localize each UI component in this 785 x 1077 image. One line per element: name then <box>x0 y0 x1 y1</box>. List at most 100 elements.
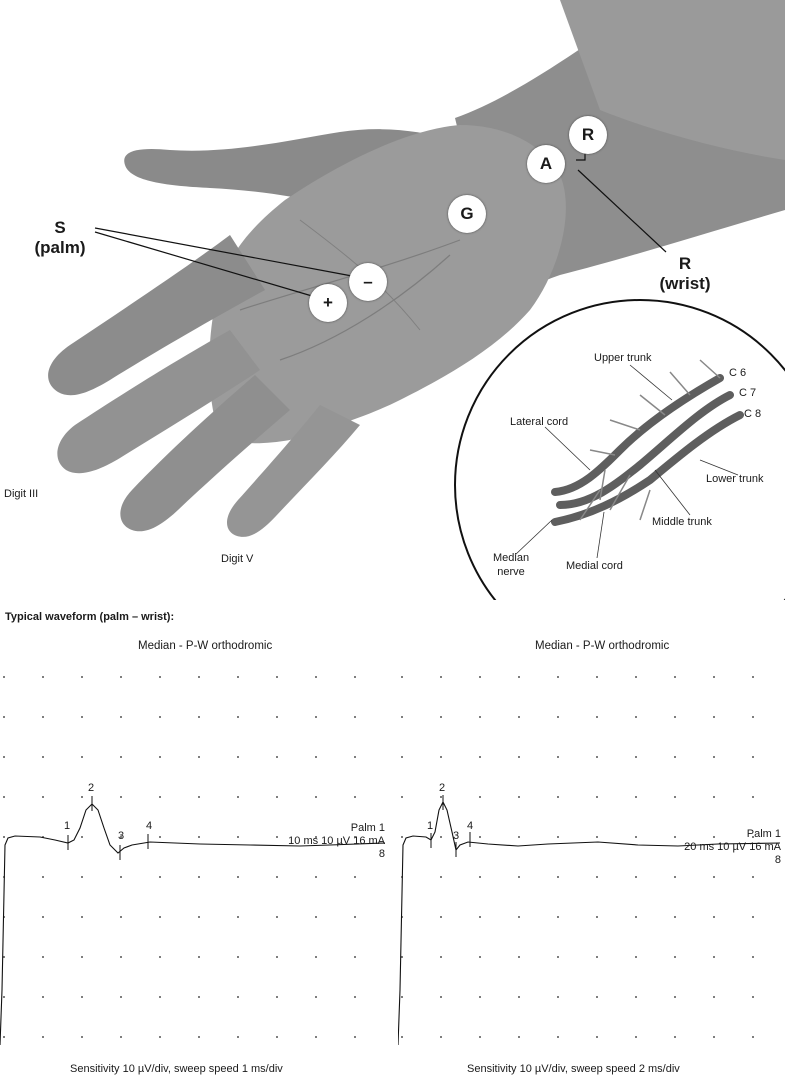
grid-dot <box>237 716 239 718</box>
grid-dot <box>276 836 278 838</box>
plexus-drawing <box>551 374 744 526</box>
grid-dot <box>237 676 239 678</box>
grid-dot <box>401 1036 403 1038</box>
panel-1-caption: Sensitivity 10 µV/div, sweep speed 1 ms/… <box>70 1063 283 1075</box>
grid-dot <box>276 1036 278 1038</box>
grid-dot <box>479 676 481 678</box>
grid-dot <box>198 996 200 998</box>
grid-dot <box>159 716 161 718</box>
grid-dot <box>635 916 637 918</box>
grid-dot <box>81 916 83 918</box>
grid-dot <box>752 756 754 758</box>
grid-dot <box>315 1036 317 1038</box>
grid-dot <box>674 1036 676 1038</box>
grid-dot <box>596 756 598 758</box>
grid-dot <box>120 1036 122 1038</box>
stim-sub: (palm) <box>34 238 86 257</box>
finger-index <box>48 235 265 396</box>
digit-v-label: Digit V <box>221 553 254 565</box>
grid-dot <box>3 756 5 758</box>
grid-dot <box>276 796 278 798</box>
grid-dot <box>635 836 637 838</box>
grid-dot <box>81 716 83 718</box>
panel-2-marker-1: 1 <box>427 820 434 832</box>
c6-label: C 6 <box>729 367 747 379</box>
grid-dot <box>557 796 559 798</box>
grid-dot <box>3 996 5 998</box>
c8-label: C 8 <box>744 408 762 420</box>
grid-dot <box>401 716 403 718</box>
grid-dot <box>276 996 278 998</box>
grid-dot <box>752 1036 754 1038</box>
grid-dot <box>479 836 481 838</box>
grid-dots <box>401 676 754 1038</box>
grid-dot <box>440 676 442 678</box>
grid-dot <box>120 676 122 678</box>
grid-dot <box>557 836 559 838</box>
grid-dot <box>3 796 5 798</box>
grid-dot <box>440 876 442 878</box>
grid-dot <box>120 916 122 918</box>
grid-dot <box>518 796 520 798</box>
grid-dot <box>479 916 481 918</box>
grid-dot <box>440 836 442 838</box>
grid-dot <box>557 756 559 758</box>
grid-dot <box>752 676 754 678</box>
grid-dot <box>237 836 239 838</box>
grid-dot <box>674 676 676 678</box>
grid-dot <box>557 716 559 718</box>
grid-dot <box>315 836 317 838</box>
grid-dot <box>354 996 356 998</box>
panel-1-marker-3: 3 <box>118 830 125 842</box>
grid-dot <box>596 676 598 678</box>
grid-dot <box>198 916 200 918</box>
grid-dot <box>596 916 598 918</box>
panel-1-title: Median - P-W orthodromic <box>138 640 273 652</box>
grid-dot <box>401 796 403 798</box>
grid-dot <box>315 996 317 998</box>
waveform-section-title: Typical waveform (palm – wrist): <box>5 611 175 623</box>
grid-dot <box>401 836 403 838</box>
grid-dot <box>518 676 520 678</box>
grid-dot <box>42 996 44 998</box>
grid-dot <box>596 876 598 878</box>
grid-dot <box>354 836 356 838</box>
grid-dot <box>276 916 278 918</box>
grid-dot <box>276 956 278 958</box>
grid-dot <box>120 836 122 838</box>
grid-dot <box>596 956 598 958</box>
grid-dot <box>237 756 239 758</box>
grid-dot <box>440 996 442 998</box>
recording-electrode: R <box>569 116 607 154</box>
panel-1-info: Palm 1 10 ms 10 µV 16 mA 8 <box>250 822 385 861</box>
anode-electrode: + <box>309 284 347 322</box>
grid-dot <box>440 1036 442 1038</box>
grid-dot <box>159 996 161 998</box>
grid-dot <box>159 796 161 798</box>
grid-dot <box>440 956 442 958</box>
finger-ring <box>120 375 291 532</box>
grid-dot <box>120 956 122 958</box>
grid-dot <box>674 956 676 958</box>
grid-dots <box>3 676 356 1038</box>
grid-dot <box>401 756 403 758</box>
grid-dot <box>315 716 317 718</box>
grid-dot <box>479 996 481 998</box>
grid-dot <box>518 756 520 758</box>
panel-1-marker-1: 1 <box>64 820 71 832</box>
grid-dot <box>596 836 598 838</box>
waveform-panel-2 <box>398 676 781 1046</box>
grid-dot <box>237 1036 239 1038</box>
grid-dot <box>479 956 481 958</box>
grid-dot <box>198 676 200 678</box>
grid-dot <box>674 716 676 718</box>
grid-dot <box>3 836 5 838</box>
grid-dot <box>752 996 754 998</box>
panel-1-marker-4: 4 <box>146 820 153 832</box>
finger-little <box>226 405 360 537</box>
grid-dot <box>401 676 403 678</box>
grid-dot <box>752 916 754 918</box>
grid-dot <box>354 716 356 718</box>
grid-dot <box>713 796 715 798</box>
grid-dot <box>635 716 637 718</box>
